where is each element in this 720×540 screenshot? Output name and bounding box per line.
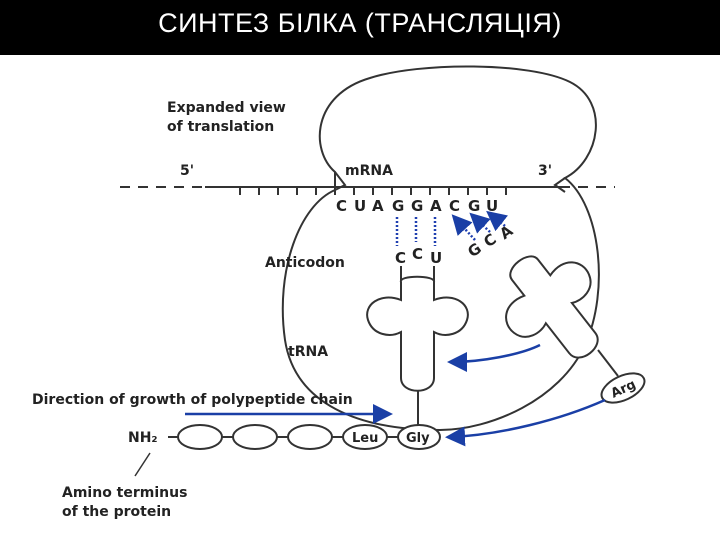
title-bar: СИНТЕЗ БІЛКА (ТРАНСЛЯЦІЯ) [0,0,720,55]
ribosome-notch-right [553,177,566,193]
codon-base: U [354,197,366,215]
codon-base: G [411,197,423,215]
expanded-view-line2: of translation [167,119,274,135]
ribosome-outline [281,65,600,432]
anticodon-base: U [430,249,442,267]
ribosome-notch [334,171,347,191]
five-prime-label: 5' [180,163,194,179]
codon-bases: C U A G G A C G U [336,197,498,215]
codon-base: G [468,197,480,215]
incoming-pair-dotted [451,214,476,241]
gly-bead [397,424,441,450]
amino-acid-bead [232,424,278,450]
codon-base: U [486,197,498,215]
trna-a-stem [597,349,619,377]
diagram-area [0,55,720,540]
incoming-anticodon-base: G [464,239,484,261]
three-prime-label: 3' [538,163,552,179]
mrna-label: mRNA [345,163,393,179]
amino-acid-bead [177,424,223,450]
anticodon-label: Anticodon [265,255,345,271]
trna-label: tRNA [288,344,328,360]
leu-label: Leu [352,431,378,446]
codon-base: A [430,197,442,215]
anticodon-base: C [395,249,406,267]
anticodon-base: C [412,245,423,263]
arg-amino-acid: Arg [600,372,646,404]
arg-to-gly-arrow [445,398,606,447]
incoming-pair-dotted [486,210,508,232]
codon-base: C [449,197,460,215]
codon-base: G [392,197,404,215]
amino-terminus-line2: of the protein [62,504,171,520]
expanded-view-line1: Expanded view [167,100,286,116]
incoming-anticodon-base: C [480,230,499,251]
amino-acid-bead [287,424,333,450]
nh2-label: NH₂ [128,430,158,446]
codon-base: C [336,197,347,215]
trna-a-site [505,255,599,359]
gly-label: Gly [406,431,430,446]
mrna-ticks [239,187,507,195]
amino-terminus-pointer [134,452,151,477]
trna-movement-arrow [447,343,541,372]
trna-p-site [366,266,469,425]
growth-direction-label: Direction of growth of polypeptide chain [32,392,353,408]
incoming-pair-dotted [469,212,491,234]
amino-terminus-line1: Amino terminus [62,485,187,501]
slide-title: СИНТЕЗ БІЛКА (ТРАНСЛЯЦІЯ) [158,8,562,38]
codon-base: A [372,197,384,215]
incoming-anticodon-base: A [496,221,516,243]
